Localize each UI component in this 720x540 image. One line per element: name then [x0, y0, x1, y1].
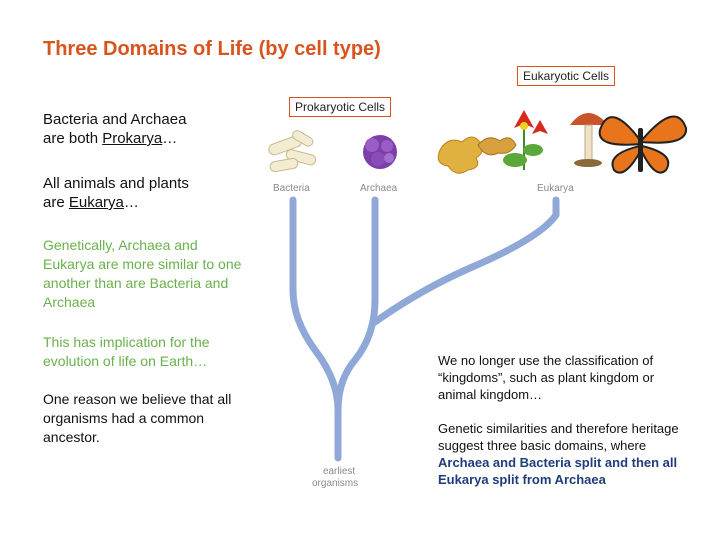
prokarya-term: Prokarya	[102, 130, 163, 147]
eukarya-label: Eukarya	[537, 183, 574, 194]
genetic-similarity-paragraph: Genetically, Archaea and Eukarya are mor…	[43, 237, 242, 310]
three-domains-text: Genetic similarities and therefore herit…	[438, 421, 679, 453]
archaea-label: Archaea	[360, 183, 398, 194]
archaea-branch	[334, 196, 379, 414]
implication-paragraph: This has implication for the evolution o…	[43, 334, 210, 369]
bacteria-label: Bacteria	[273, 183, 310, 194]
page-title: Three Domains of Life (by cell type)	[43, 38, 381, 60]
earliest-label-line2: organisms	[312, 478, 359, 489]
fungus-amoeba-picture	[477, 137, 517, 156]
eukarya-line1: All animals and plants	[43, 175, 189, 192]
tree-branches	[289, 196, 560, 462]
eukarya-suffix: …	[123, 194, 139, 211]
three-domains-paragraph: Genetic similarities and therefore herit…	[438, 420, 693, 488]
plant-picture	[503, 110, 548, 170]
eukarya-branch	[371, 196, 560, 326]
bacteria-branch	[289, 196, 342, 462]
eukarya-line2: are Eukarya…	[43, 193, 273, 212]
eukaryotic-cells-box: Eukaryotic Cells	[517, 66, 616, 86]
prokarya-suffix: …	[162, 130, 178, 147]
archaea-cells-picture	[363, 135, 397, 169]
butterfly-picture	[598, 115, 688, 174]
kingdoms-paragraph: We no longer use the classification of “…	[438, 353, 655, 402]
earliest-label-line1: earliest	[322, 466, 356, 477]
mushroom-picture	[570, 113, 608, 167]
eukarya-term: Eukarya	[68, 194, 124, 211]
common-ancestor-paragraph: One reason we believe that all organisms…	[43, 391, 232, 445]
prokarya-prefix: are both	[43, 130, 103, 147]
protist-picture	[437, 136, 483, 174]
eukarya-prefix: are	[43, 194, 69, 211]
archaea-bacteria-split-text: Archaea and Bacteria split and then all …	[438, 455, 678, 487]
prokarya-line2: are both Prokarya…	[43, 129, 273, 148]
bacteria-cells-picture	[268, 130, 317, 173]
prokarya-paragraph: Bacteria and Archaea are both Prokarya…	[43, 110, 273, 148]
prokarya-line1: Bacteria and Archaea	[43, 111, 187, 128]
eukarya-paragraph: All animals and plants are Eukarya…	[43, 174, 273, 212]
prokaryotic-cells-box: Prokaryotic Cells	[289, 97, 392, 117]
earliest-organisms-label: earliest organisms	[312, 466, 358, 490]
